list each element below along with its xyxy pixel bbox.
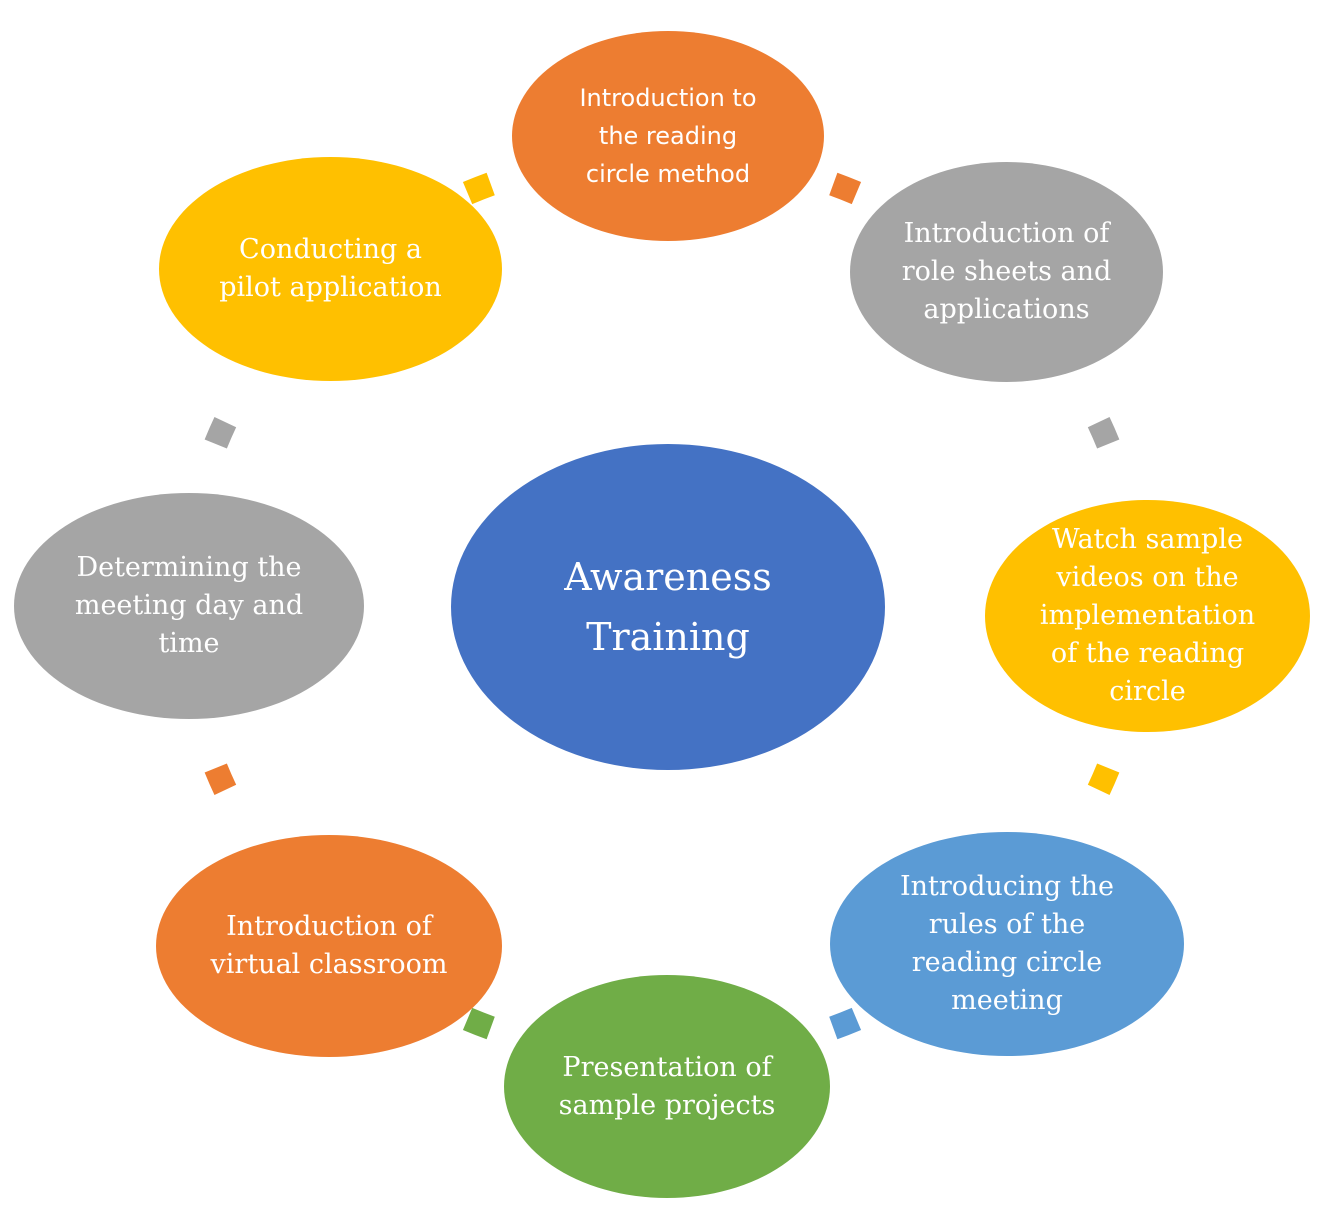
node-label: Determining the meeting day and time (74, 552, 304, 659)
connector-arc (204, 763, 237, 795)
connector-arc (462, 172, 495, 205)
node-introduction-to-reading-circle: Introduction to the reading circle metho… (512, 31, 824, 241)
node-label: Introducing the rules of the reading cir… (900, 871, 1114, 1016)
node-sample-videos: Watch sample videos on the implementatio… (985, 500, 1310, 732)
connector-arc (1087, 417, 1120, 449)
connector-arc (829, 172, 862, 205)
node-meeting-day-time: Determining the meeting day and time (14, 493, 364, 719)
node-label: Presentation of sample projects (558, 1051, 776, 1121)
connector-arc (829, 1007, 862, 1040)
connector-arc (204, 417, 237, 449)
node-pilot-application: Conducting a pilot application (159, 157, 502, 381)
node-label: Watch sample videos on the implementatio… (1039, 524, 1256, 707)
node-virtual-classroom: Introduction of virtual classroom (156, 835, 502, 1057)
node-label: Introduction of role sheets and applicat… (901, 218, 1112, 325)
node-label: Introduction of virtual classroom (210, 911, 448, 980)
connector-arc (462, 1007, 495, 1040)
center-node-label: Awareness Training (564, 555, 772, 659)
node-role-sheets: Introduction of role sheets and applicat… (850, 162, 1163, 382)
node-label: Introduction to the reading circle metho… (579, 84, 757, 188)
connector-arc (1087, 763, 1120, 795)
node-rules-of-meeting: Introducing the rules of the reading cir… (830, 832, 1184, 1056)
node-label: Conducting a pilot application (219, 234, 442, 303)
center-node-awareness-training: Awareness Training (451, 444, 885, 770)
node-sample-projects: Presentation of sample projects (504, 975, 830, 1198)
